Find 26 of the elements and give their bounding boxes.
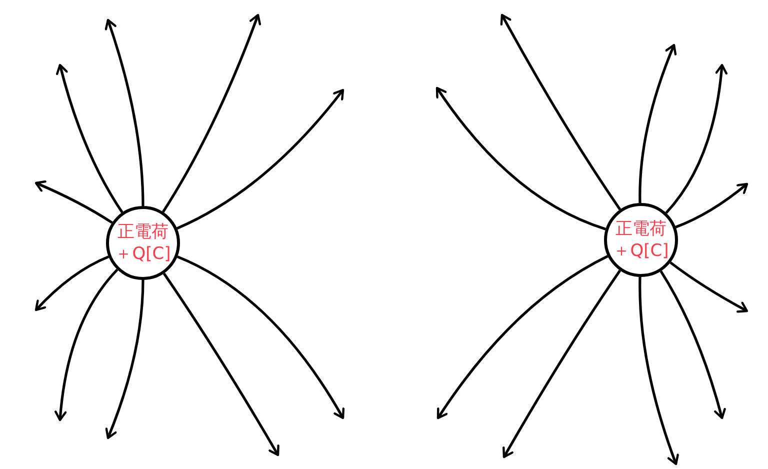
charge-circle (106, 206, 180, 280)
field-line-arrow (176, 256, 344, 420)
charge-label: 正電荷 (616, 218, 666, 240)
field-line-arrow (675, 182, 748, 228)
field-line-arrow (105, 280, 144, 440)
charge-value: ＋Q[C] (613, 240, 669, 262)
field-line-arrow (34, 180, 113, 224)
field-line-arrow (162, 272, 280, 456)
field-line-arrow (500, 14, 622, 210)
field-line-arrow (436, 86, 606, 230)
field-line-arrow (56, 64, 124, 214)
field-line-arrow (436, 255, 608, 420)
charge-label: 正電荷 (118, 221, 168, 243)
field-line-arrow (162, 14, 261, 213)
field-line-arrow (638, 277, 680, 466)
field-line-arrow (176, 88, 344, 230)
field-line-arrow (665, 64, 728, 214)
field-line-arrow (54, 268, 118, 422)
field-line-arrow (104, 18, 144, 206)
charge-circle (604, 203, 678, 277)
field-line-arrow (502, 270, 622, 458)
field-line-arrow (670, 261, 748, 313)
field-line-arrow (34, 256, 110, 312)
field-line-arrow (638, 44, 677, 203)
field-line-arrow (660, 270, 726, 420)
charge-value: ＋Q[C] (115, 243, 171, 265)
